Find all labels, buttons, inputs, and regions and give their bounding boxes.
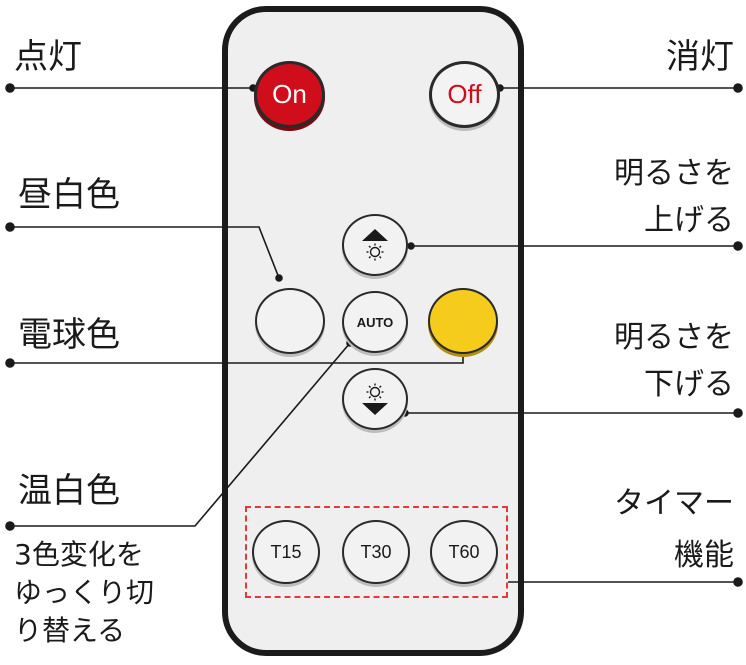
on-button-label: On — [272, 79, 307, 109]
brightness-up-button[interactable] — [342, 214, 408, 276]
brighten-label: 明るさを 上げる — [614, 156, 734, 238]
timer-highlight-box — [245, 506, 508, 598]
timer-30-button[interactable]: T30 — [342, 520, 410, 584]
bulb-color-button[interactable] — [428, 288, 498, 354]
bulb-color-label: 電球色 — [18, 315, 120, 355]
on-button[interactable]: On — [254, 61, 325, 128]
timer-60-button[interactable]: T60 — [430, 520, 498, 584]
color-cycle-label: 3色変化を ゆっくり切 り替える — [14, 538, 155, 647]
auto-button-label: AUTO — [356, 314, 394, 330]
auto-button[interactable]: AUTO — [342, 291, 408, 353]
daylight-color-button[interactable] — [255, 288, 325, 354]
warm-white-label: 温白色 — [18, 471, 120, 511]
sun-up-icon — [362, 229, 388, 261]
light-on-label: 点灯 — [14, 37, 82, 77]
timer-15-button[interactable]: T15 — [252, 520, 320, 584]
brightness-down-button[interactable] — [342, 368, 408, 430]
dim-label: 明るさを 下げる — [614, 320, 734, 402]
timer-60-label: T60 — [448, 541, 480, 562]
light-off-label: 消灯 — [666, 37, 734, 77]
off-button[interactable]: Off — [429, 61, 500, 128]
off-button-label: Off — [447, 79, 482, 109]
sun-down-icon — [362, 383, 388, 415]
timer-function-label: タイマー 機能 — [614, 486, 734, 573]
daylight-color-label: 昼白色 — [18, 175, 120, 215]
timer-15-label: T15 — [270, 541, 302, 562]
timer-30-label: T30 — [360, 541, 392, 562]
